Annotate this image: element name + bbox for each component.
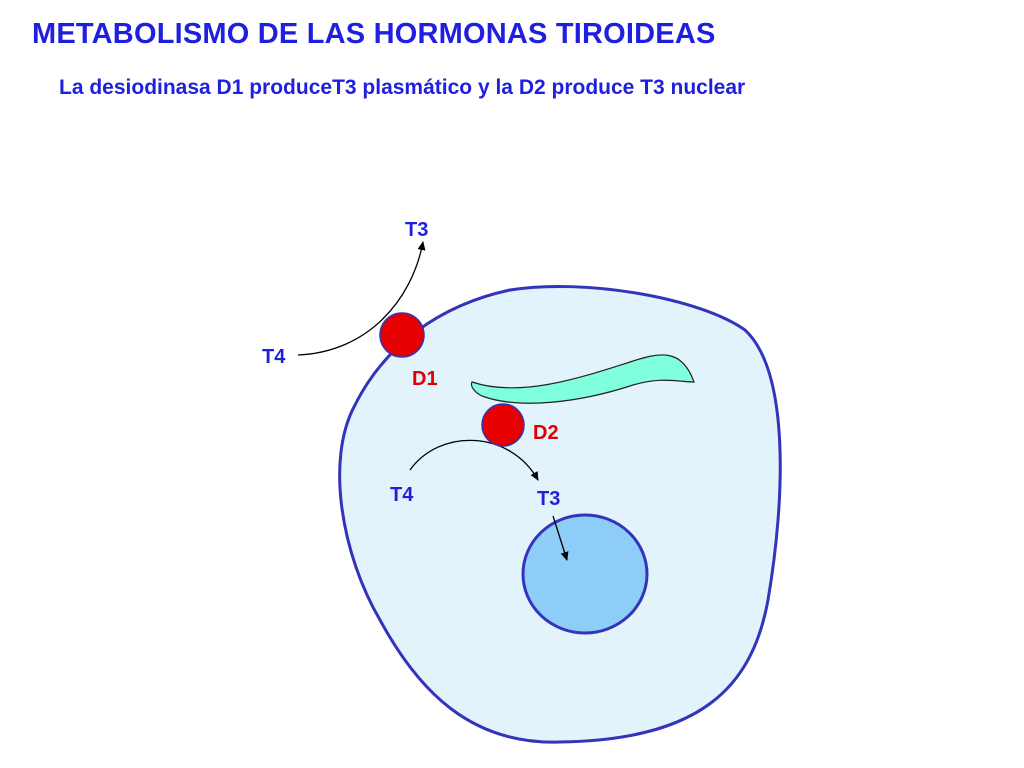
d1-conversion-arrow xyxy=(297,241,426,356)
d2-label: D2 xyxy=(533,422,559,444)
t4-inside-label: T4 xyxy=(390,484,414,506)
d2-deiodinase xyxy=(481,403,525,447)
cell-membrane xyxy=(338,284,782,744)
d1-label: D1 xyxy=(412,368,438,390)
d2-conversion-arrow xyxy=(409,439,539,481)
slide-title: METABOLISMO DE LAS HORMONAS TIROIDEAS xyxy=(32,18,716,50)
t3-nuclear-entry-arrow xyxy=(552,515,569,561)
slide-subtitle: La desiodinasa D1 produceT3 plasmático y… xyxy=(59,76,746,99)
endoplasmic-reticulum xyxy=(470,354,695,404)
nucleus xyxy=(521,513,649,635)
t3-nuclear-label: T3 xyxy=(537,488,560,510)
t3-plasma-label: T3 xyxy=(405,219,428,241)
d1-deiodinase xyxy=(379,312,425,358)
t4-outside-label: T4 xyxy=(262,346,286,368)
